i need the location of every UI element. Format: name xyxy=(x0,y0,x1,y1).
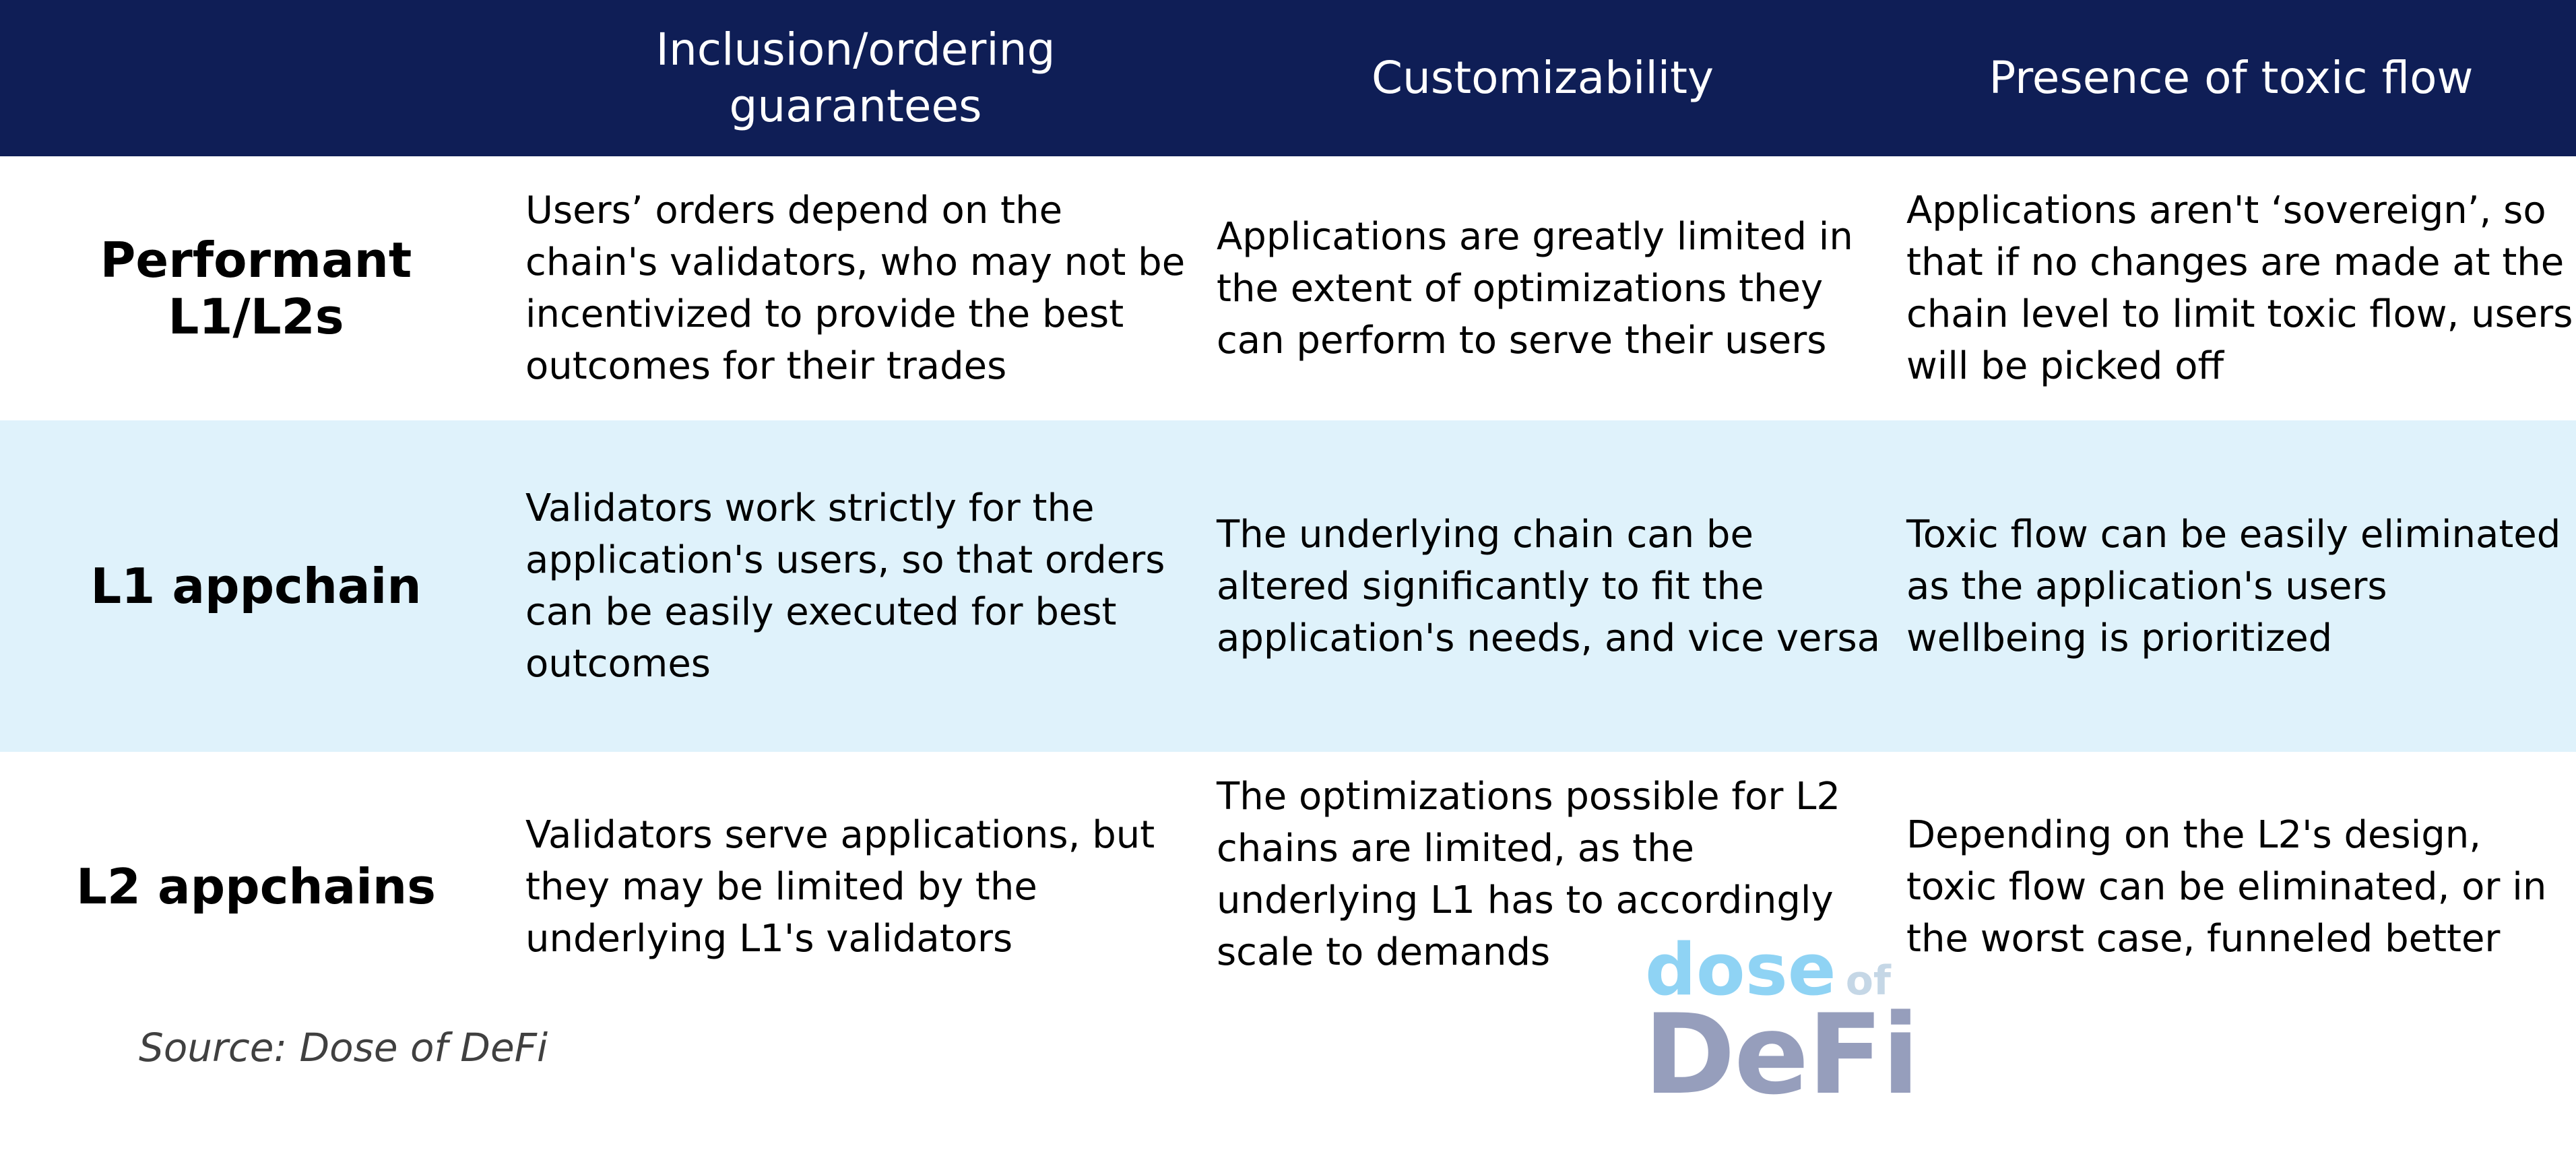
column-header-toxic-flow: Presence of toxic flow xyxy=(1989,52,2474,104)
logo-word-of: of xyxy=(1845,957,1892,1004)
table-row: L1 appchain Validators work strictly for… xyxy=(0,420,2576,752)
table-cell-customizability: The optimizations possible for L2 chains… xyxy=(1217,775,1841,974)
column-header-inclusion-ordering: Inclusion/ordering guarantees xyxy=(655,24,1056,132)
row-label: Performant L1/L2s xyxy=(100,232,412,345)
source-note: Source: Dose of DeFi xyxy=(139,1025,548,1070)
table-cell-toxic-flow: Depending on the L2's design, toxic flow… xyxy=(1906,812,2547,961)
row-label: L1 appchain xyxy=(90,558,422,614)
table-cell-toxic-flow: Toxic flow can be easily eliminated as t… xyxy=(1906,512,2561,660)
table-cell-customizability: Applications are greatly limited in the … xyxy=(1217,214,1853,362)
table-cell-inclusion-ordering: Users’ orders depend on the chain's vali… xyxy=(525,189,1186,388)
table-row: Performant L1/L2s Users’ orders depend o… xyxy=(0,156,2576,420)
table-header: Inclusion/ordering guarantees Customizab… xyxy=(0,0,2576,156)
table-cell-customizability: The underlying chain can be altered sign… xyxy=(1217,512,1881,660)
table-row: L2 appchains Validators serve applicatio… xyxy=(0,752,2576,1152)
table-cell-toxic-flow: Applications aren't ‘sovereign’, so that… xyxy=(1906,189,2573,388)
logo-word-dose: dose xyxy=(1645,928,1836,1011)
row-label: L2 appchains xyxy=(75,858,437,915)
logo-word-defi: DeFi xyxy=(1644,990,1920,1119)
table-cell-inclusion-ordering: Validators serve applications, but they … xyxy=(525,812,1155,961)
column-header-customizability: Customizability xyxy=(1371,52,1714,104)
table-cell-inclusion-ordering: Validators work strictly for the applica… xyxy=(525,486,1165,686)
